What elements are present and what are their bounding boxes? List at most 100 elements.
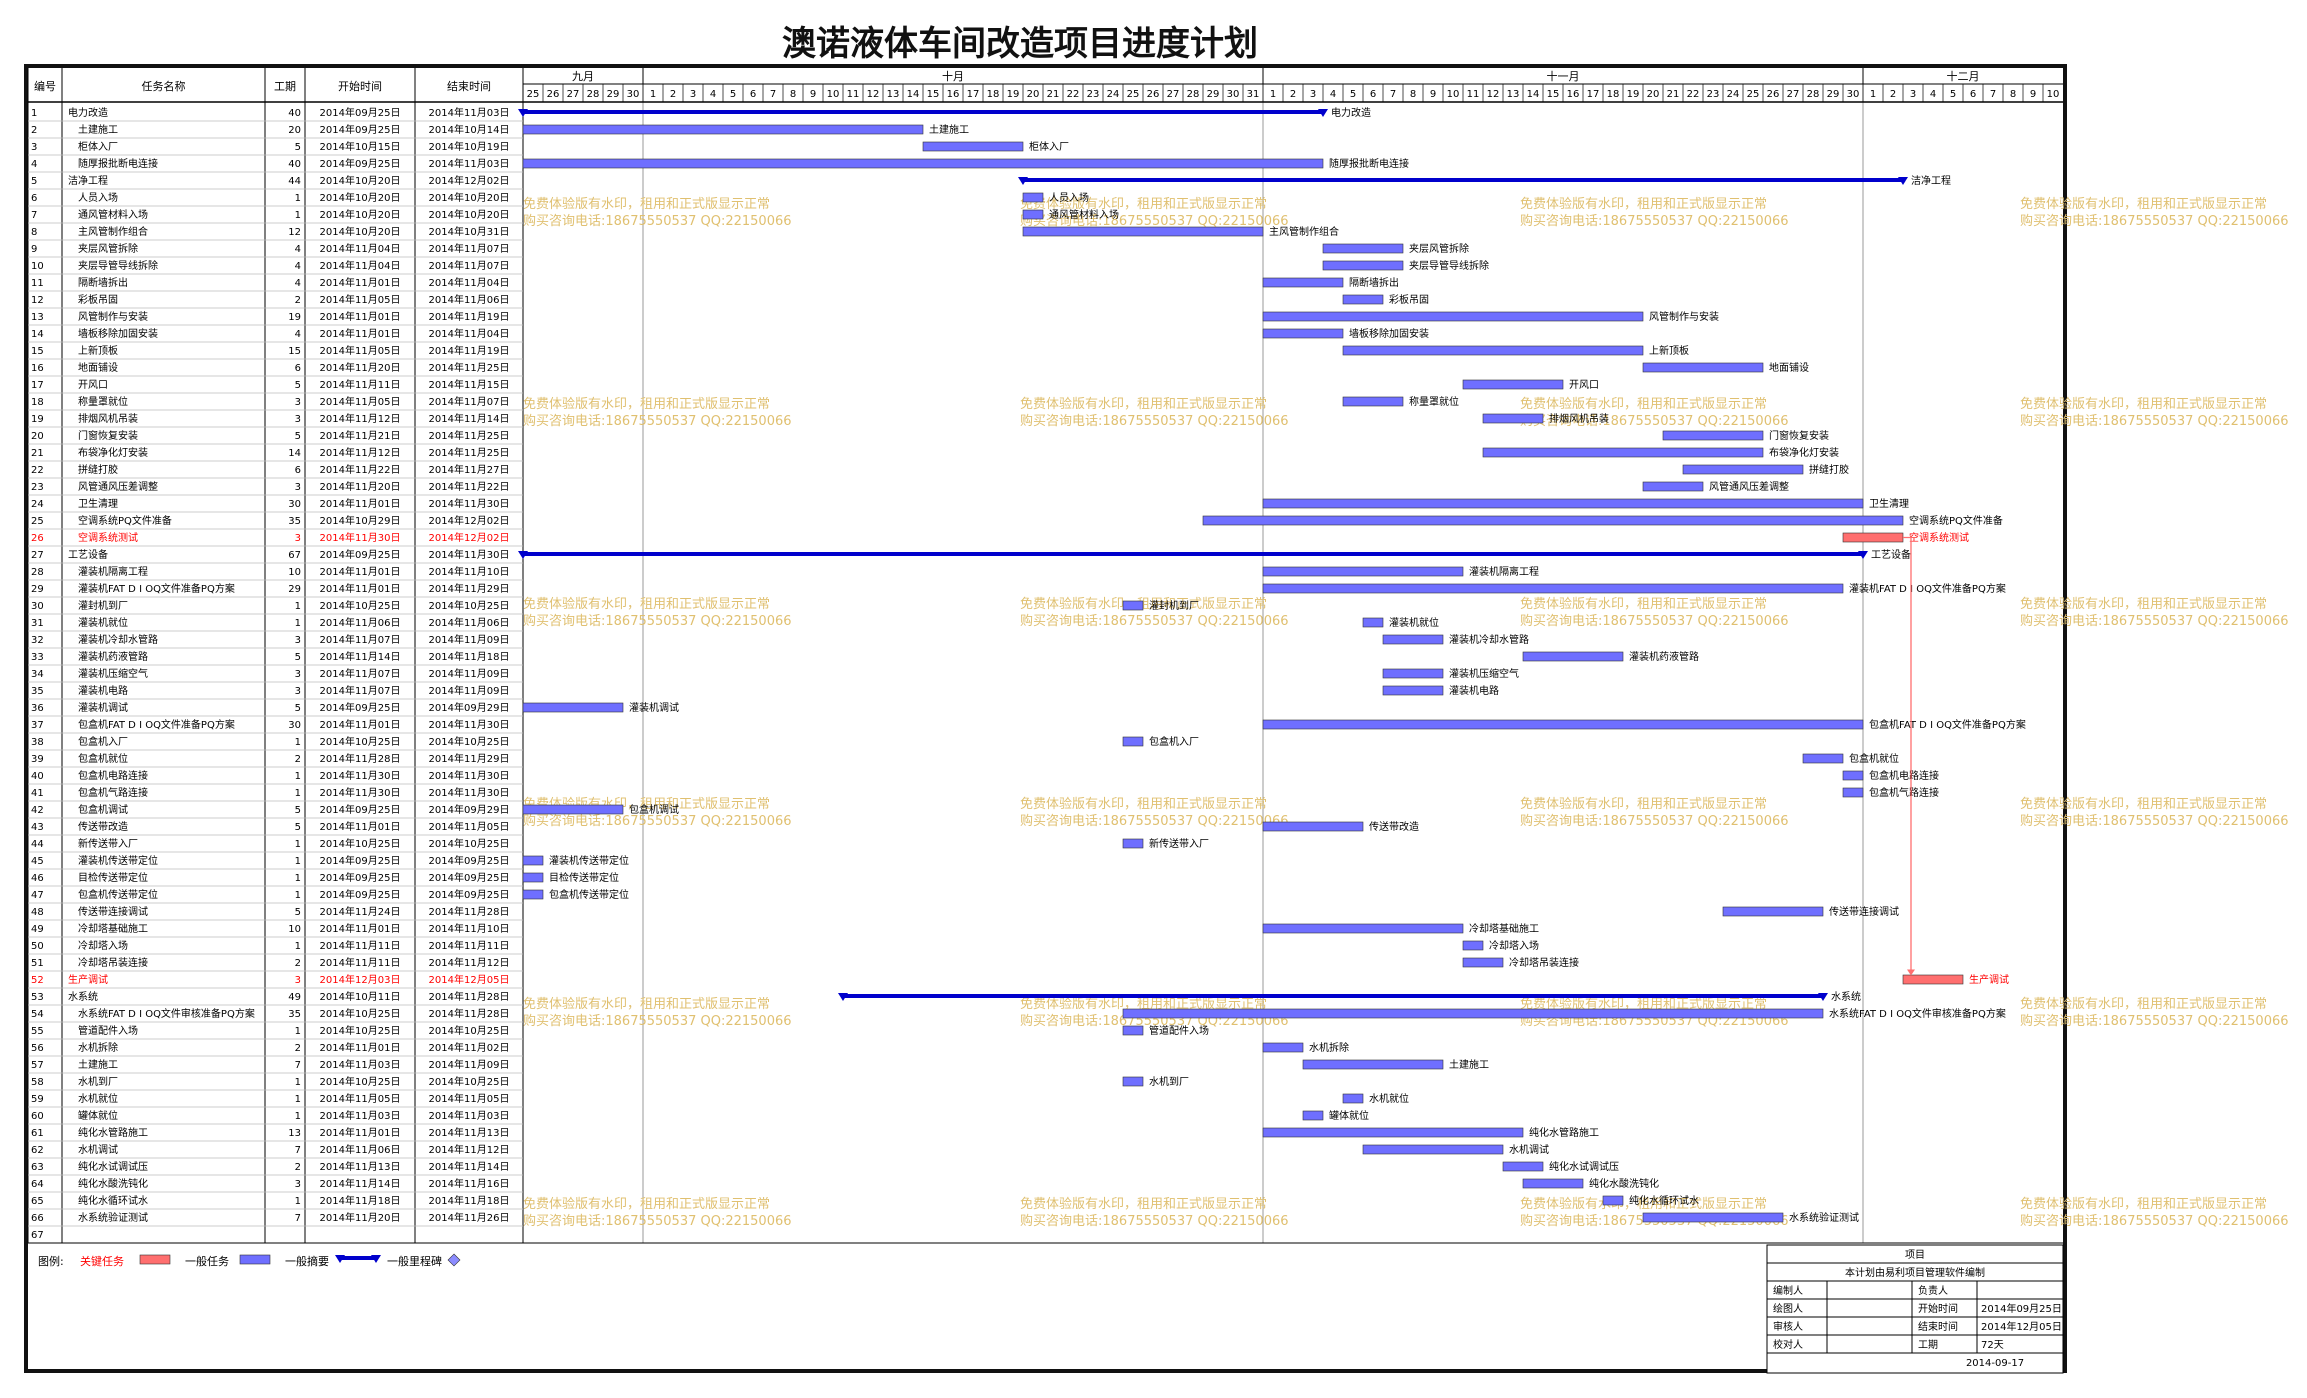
task-start: 2014年10月25日: [320, 599, 401, 612]
task-name: 灌装机FAT D I OQ文件准备PQ方案: [78, 582, 235, 595]
task-id: 57: [31, 1060, 44, 1071]
summary-bar: [843, 994, 1823, 998]
task-id: 46: [31, 873, 44, 884]
day-tick-label: 16: [947, 89, 960, 100]
task-end: 2014年11月06日: [429, 616, 510, 629]
task-duration: 3: [295, 1179, 301, 1190]
task-id: 55: [31, 1026, 44, 1037]
day-tick-label: 27: [1787, 89, 1800, 100]
task-start: 2014年11月05日: [320, 395, 401, 408]
task-bar: [1202, 515, 1904, 526]
watermark-line1: 免费体验版有水印，租用和正式版显示正常: [523, 196, 770, 212]
task-start: 2014年11月30日: [320, 769, 401, 782]
task-name: 开风口: [78, 379, 108, 391]
task-start: 2014年10月29日: [320, 514, 401, 527]
bar-label: 传送带连接调试: [1829, 905, 1899, 918]
bar-label: 风管通风压差调整: [1709, 480, 1789, 493]
bar-label: 灌装机冷却水管路: [1449, 633, 1529, 646]
task-id: 1: [31, 108, 37, 119]
task-name: 包盒机调试: [78, 803, 128, 816]
task-start: 2014年11月01日: [320, 310, 401, 323]
watermark-line2: 购买咨询电话:18675550537 QQ:22150066: [523, 613, 792, 629]
task-end: 2014年11月03日: [429, 157, 510, 170]
task-start: 2014年11月12日: [320, 446, 401, 459]
watermark-line1: 免费体验版有水印，租用和正式版显示正常: [2020, 1196, 2267, 1212]
task-start: 2014年11月05日: [320, 1092, 401, 1105]
critical-task-bar: [1902, 974, 1964, 985]
task-duration: 2: [295, 754, 301, 765]
task-duration: 3: [295, 686, 301, 697]
task-duration: 5: [295, 907, 301, 918]
day-tick-label: 19: [1007, 89, 1020, 100]
legend-milestone-swatch: [447, 1253, 461, 1267]
task-bar: [1342, 396, 1404, 407]
task-id: 7: [31, 210, 37, 221]
task-name: 灌装机传送带定位: [78, 854, 158, 867]
task-name: 隔断墙拆出: [78, 276, 128, 289]
task-id: 63: [31, 1162, 44, 1173]
task-name: 水机拆除: [78, 1041, 118, 1054]
task-end: 2014年11月28日: [429, 1007, 510, 1020]
day-tick-label: 30: [1847, 89, 1860, 100]
task-id: 22: [31, 465, 44, 476]
task-id: 60: [31, 1111, 44, 1122]
task-bar: [1342, 345, 1644, 356]
day-tick-label: 29: [1827, 89, 1840, 100]
watermark-line1: 免费体验版有水印，租用和正式版显示正常: [523, 396, 770, 412]
task-name: 纯化水循环试水: [78, 1194, 148, 1207]
bar-label: 墙板移除加固安装: [1349, 327, 1429, 340]
day-tick-label: 28: [1807, 89, 1820, 100]
task-duration: 40: [288, 159, 301, 170]
task-duration: 1: [295, 890, 301, 901]
watermark-line1: 免费体验版有水印，租用和正式版显示正常: [2020, 596, 2267, 612]
legend-normal-label: 一般任务: [185, 1255, 229, 1268]
task-name: 水系统FAT D I OQ文件审核准备PQ方案: [78, 1007, 255, 1020]
task-duration: 12: [288, 227, 301, 238]
day-tick-label: 1: [650, 89, 656, 100]
task-id: 19: [31, 414, 44, 425]
info-key: 开始时间: [1918, 1302, 1958, 1315]
bar-label: 灌装机就位: [1389, 616, 1439, 629]
bar-label: 纯化水循环试水: [1629, 1194, 1699, 1207]
task-name: 灌装机药液管路: [78, 650, 148, 663]
bar-label: 包盒机电路连接: [1869, 769, 1939, 782]
task-start: 2014年11月30日: [320, 786, 401, 799]
task-bar: [1122, 1076, 1144, 1087]
task-id: 40: [31, 771, 44, 782]
bar-label: 管道配件入场: [1149, 1024, 1209, 1037]
watermark-line2: 购买咨询电话:18675550537 QQ:22150066: [1020, 613, 1289, 629]
task-duration: 4: [295, 329, 301, 340]
task-name: 生产调试: [68, 973, 108, 986]
task-id: 42: [31, 805, 44, 816]
task-end: 2014年11月09日: [429, 1058, 510, 1071]
day-tick-label: 5: [1950, 89, 1956, 100]
info-value: 2014年12月05日: [1981, 1320, 2062, 1333]
task-start: 2014年10月25日: [320, 735, 401, 748]
task-end: 2014年11月10日: [429, 922, 510, 935]
task-duration: 4: [295, 244, 301, 255]
task-bar: [1342, 294, 1384, 305]
task-end: 2014年11月28日: [429, 905, 510, 918]
task-duration: 1: [295, 771, 301, 782]
day-tick-label: 12: [867, 89, 880, 100]
task-start: 2014年11月07日: [320, 684, 401, 697]
header-end: 结束时间: [447, 80, 491, 93]
task-bar: [1482, 447, 1764, 458]
task-start: 2014年11月01日: [320, 1126, 401, 1139]
watermark-line1: 免费体验版有水印，租用和正式版显示正常: [1520, 996, 1767, 1012]
task-duration: 49: [288, 992, 301, 1003]
watermark-line1: 免费体验版有水印，租用和正式版显示正常: [2020, 196, 2267, 212]
task-name: 土建施工: [78, 123, 118, 136]
watermark-line1: 免费体验版有水印，租用和正式版显示正常: [1520, 596, 1767, 612]
task-id: 44: [31, 839, 44, 850]
day-tick-label: 15: [1547, 89, 1560, 100]
task-start: 2014年09月25日: [320, 548, 401, 561]
day-tick-label: 24: [1727, 89, 1740, 100]
day-tick-label: 31: [1247, 89, 1260, 100]
day-tick-label: 26: [1147, 89, 1160, 100]
watermark-line2: 购买咨询电话:18675550537 QQ:22150066: [1020, 213, 1289, 229]
watermark-line1: 免费体验版有水印，租用和正式版显示正常: [1520, 396, 1767, 412]
task-bar: [522, 124, 924, 135]
day-tick-label: 16: [1567, 89, 1580, 100]
day-tick-label: 25: [1747, 89, 1760, 100]
